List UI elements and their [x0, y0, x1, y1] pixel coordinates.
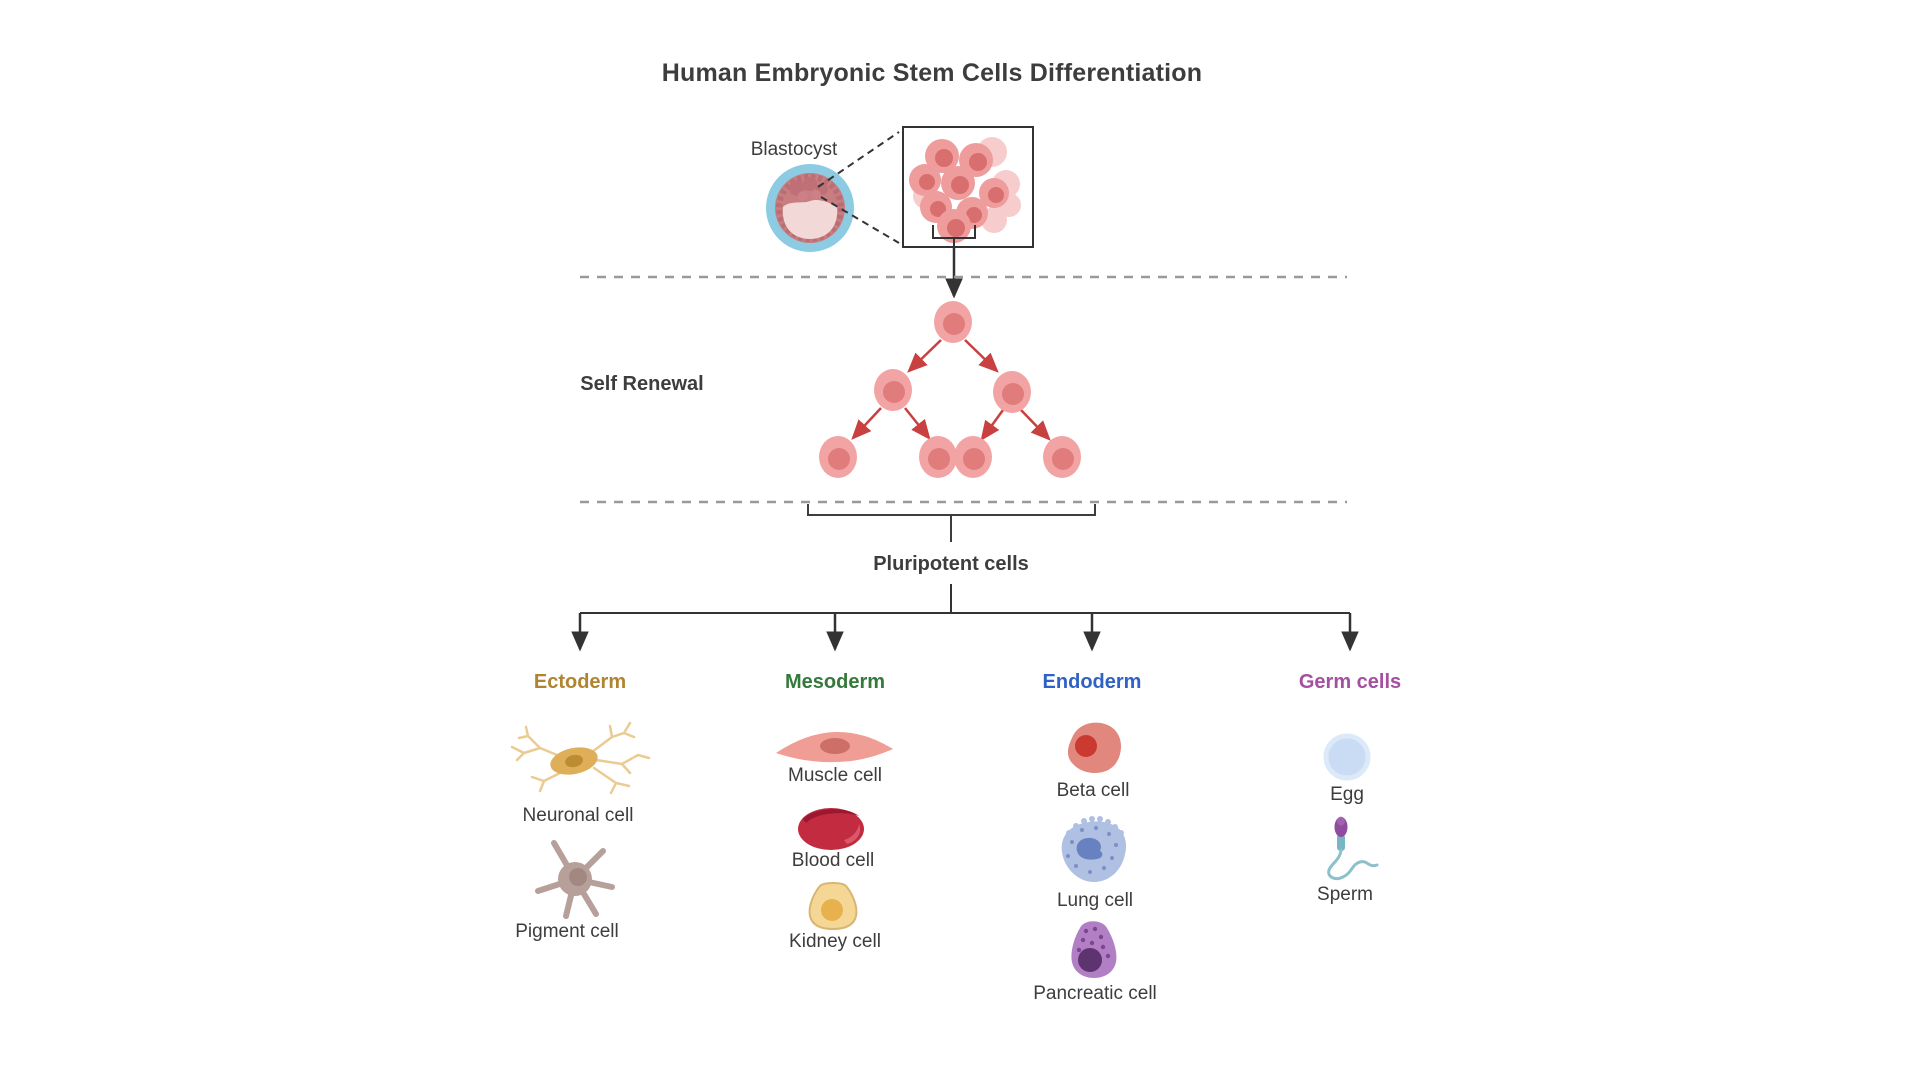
cell-label-neuronal: Neuronal cell: [522, 805, 634, 826]
sperm-icon: [1327, 816, 1379, 881]
pigment-cell-icon: [535, 840, 615, 919]
lung-cell-icon: [1061, 816, 1126, 882]
beta-cell-icon: [1067, 722, 1121, 773]
cell-label-lung: Lung cell: [1056, 890, 1134, 911]
cell-label-beta: Beta cell: [1056, 780, 1130, 801]
diagram-title: Human Embryonic Stem Cells Differentiati…: [661, 59, 1203, 87]
lineage-label-endoderm: Endoderm: [1042, 671, 1142, 693]
lineage-label-ectoderm: Ectoderm: [533, 671, 627, 693]
neuronal-cell-icon: [510, 721, 651, 795]
cell-selection-bracket: [932, 225, 976, 247]
cell-label-pancreatic: Pancreatic cell: [1033, 983, 1157, 1004]
lineage-label-germ-cells: Germ cells: [1298, 671, 1402, 693]
blastocyst-icon: [766, 164, 854, 252]
cell-label-egg: Egg: [1330, 784, 1364, 805]
cell-label-muscle: Muscle cell: [788, 765, 882, 786]
cell-label-sperm: Sperm: [1317, 884, 1373, 905]
pancreatic-cell-icon: [1071, 921, 1117, 978]
stem-cell-cluster: [909, 137, 1021, 243]
blood-cell-icon: [798, 808, 864, 850]
muscle-cell-icon: [776, 731, 893, 763]
magnifier-dashed-lines: [817, 131, 900, 244]
kidney-cell-icon: [808, 882, 858, 931]
egg-icon: [1323, 733, 1371, 781]
cell-label-pigment: Pigment cell: [515, 921, 619, 942]
cell-label-blood: Blood cell: [791, 850, 875, 871]
pluripotent-bracket: [807, 504, 1096, 542]
self-renewal-label: Self Renewal: [580, 373, 704, 395]
pluripotent-cells-label: Pluripotent cells: [873, 553, 1029, 575]
blastocyst-label: Blastocyst: [750, 139, 838, 160]
self-renewal-tree: [819, 301, 1081, 478]
division-arrows: [851, 339, 1051, 442]
cell-label-kidney: Kidney cell: [789, 931, 881, 952]
lineage-label-mesoderm: Mesoderm: [784, 671, 886, 693]
lineage-branch-connector: [571, 584, 1359, 652]
stem-cells: [819, 301, 1081, 478]
